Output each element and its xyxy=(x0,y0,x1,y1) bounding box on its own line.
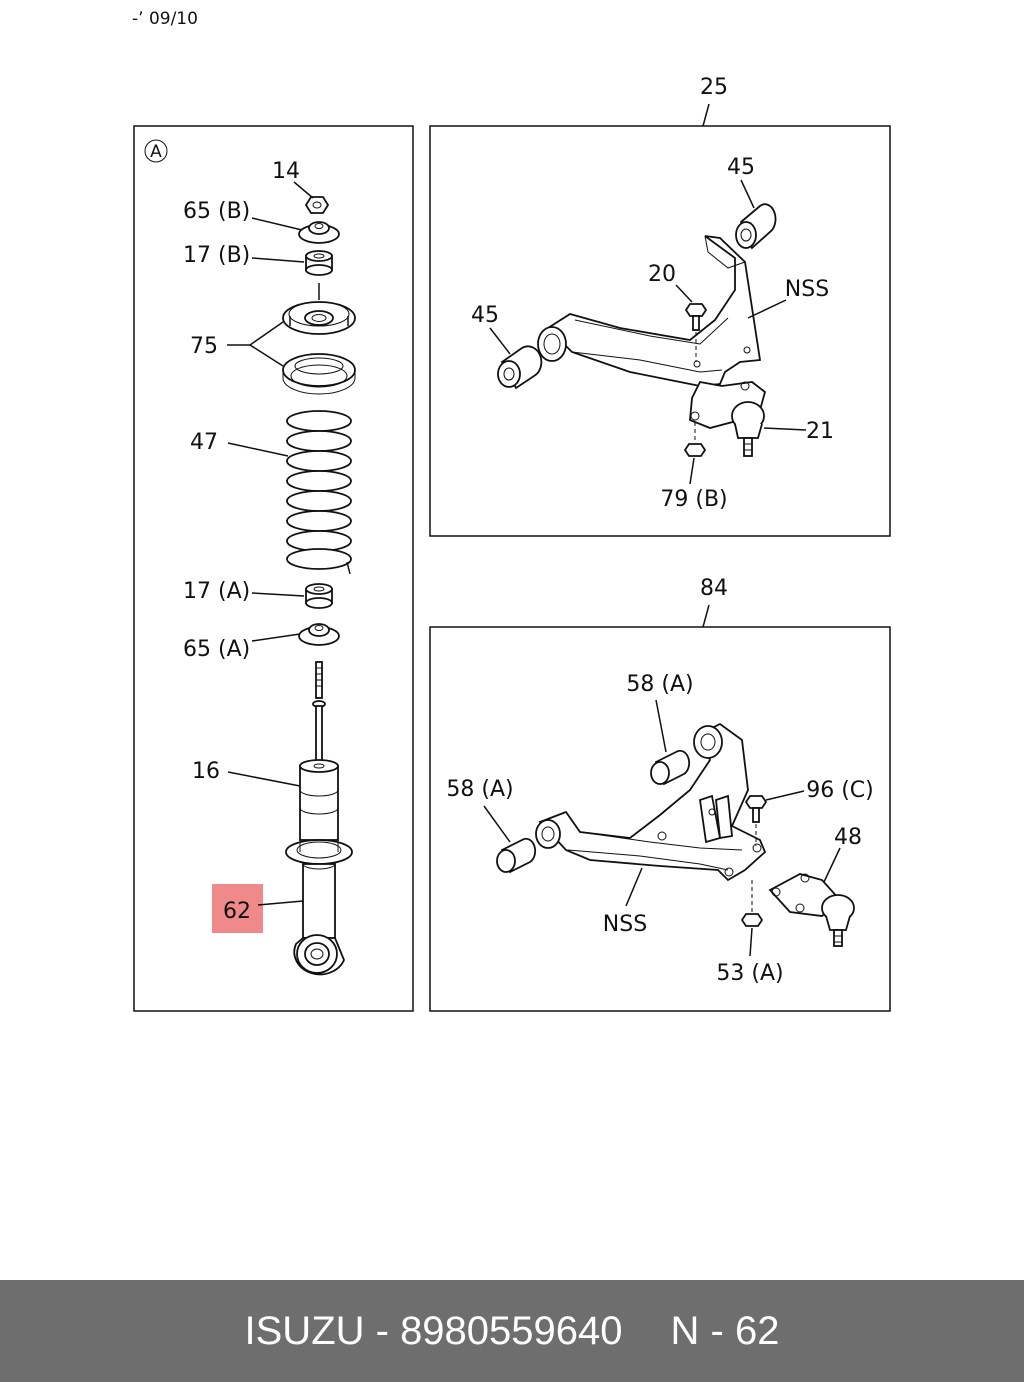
callout-75: 75 xyxy=(190,334,218,359)
leader-58a-left xyxy=(483,805,511,843)
part-16-shock-absorber xyxy=(285,661,353,976)
callout-53a: 53 (A) xyxy=(716,961,783,986)
leader-nss-lower xyxy=(625,867,643,907)
callout-45-right: 45 xyxy=(727,155,755,180)
panel-lower-frame xyxy=(429,626,891,1012)
part-upper-arm xyxy=(537,235,767,429)
date-code: -’ 09/10 xyxy=(132,9,198,29)
panel-upper-title: 25 xyxy=(700,75,728,100)
leader-20 xyxy=(675,284,693,303)
leader-84 xyxy=(702,604,710,628)
leader-62 xyxy=(257,900,304,906)
callout-96c: 96 (C) xyxy=(806,778,874,803)
part-lower-arm xyxy=(535,722,767,882)
leader-79b xyxy=(689,457,695,485)
callout-nss-upper: NSS xyxy=(785,277,829,302)
part-45-bushing-left xyxy=(497,345,543,390)
part-20-bolt xyxy=(684,303,708,362)
callout-65a: 65 (A) xyxy=(183,637,250,662)
leader-17b xyxy=(251,257,305,263)
leader-48 xyxy=(823,847,841,883)
leader-17a xyxy=(251,592,305,597)
callout-58a-left: 58 (A) xyxy=(446,777,513,802)
callout-17b: 17 (B) xyxy=(183,243,250,268)
leader-53a xyxy=(749,927,753,957)
part-45-bushing-right xyxy=(735,203,777,250)
panel-upper-frame xyxy=(429,125,891,537)
leader-96c xyxy=(765,790,805,801)
leader-75-lower xyxy=(249,344,284,367)
leader-47 xyxy=(227,442,289,457)
part-17a-bushing xyxy=(305,583,333,609)
callout-17a: 17 (A) xyxy=(183,579,250,604)
panel-a-frame xyxy=(133,125,414,1012)
part-53a-nut xyxy=(740,880,764,927)
leader-14 xyxy=(293,181,314,199)
callout-47: 47 xyxy=(190,430,218,455)
panel-a-marker: A xyxy=(150,142,162,162)
footer-brand-part-number: ISUZU - 8980559640 xyxy=(244,1308,623,1353)
callout-48: 48 xyxy=(834,825,862,850)
panel-lower-control-arm: 84 58 (A) 58 (A) xyxy=(429,576,891,1012)
part-58a-bushing-left xyxy=(496,837,537,874)
callout-20: 20 xyxy=(648,262,676,287)
part-65b-washer xyxy=(298,221,340,244)
leader-75-upper xyxy=(227,321,284,346)
panel-upper-control-arm: 25 45 45 xyxy=(429,75,891,537)
panel-strut-assembly: A 14 65 (B) 17 (B) xyxy=(133,125,414,1012)
part-58a-bushing-upper xyxy=(650,749,691,786)
panel-a-marker-circle xyxy=(144,139,168,163)
leader-21 xyxy=(763,427,807,431)
leader-16 xyxy=(227,771,301,787)
callout-16: 16 xyxy=(192,759,220,784)
leader-45-right xyxy=(740,179,755,209)
part-79b-nut xyxy=(683,422,707,457)
callout-65b: 65 (B) xyxy=(183,199,250,224)
callout-14: 14 xyxy=(272,159,300,184)
panel-lower-title: 84 xyxy=(700,576,728,601)
part-47-coil-spring xyxy=(286,410,352,575)
footer-bar: ISUZU - 8980559640 N - 62 xyxy=(0,1280,1024,1382)
part-65a-washer xyxy=(298,623,340,646)
leader-65a xyxy=(251,633,301,642)
part-14-nut xyxy=(304,196,330,214)
leader-65b xyxy=(251,217,303,231)
part-17b-bushing xyxy=(305,250,333,276)
leader-58a-upper xyxy=(655,699,667,753)
callout-62: 62 xyxy=(223,899,251,924)
callout-79b: 79 (B) xyxy=(660,487,727,512)
leader-45-left xyxy=(489,327,511,355)
highlight-62 xyxy=(212,884,263,933)
parts-diagram: -’ 09/10 A 14 65 (B) 17 (B) xyxy=(132,9,891,1012)
footer-page-ref: N - 62 xyxy=(670,1308,780,1353)
part-48-ball-joint xyxy=(768,873,855,947)
callout-21: 21 xyxy=(806,419,834,444)
callout-45-left: 45 xyxy=(471,303,499,328)
leader-nss-upper xyxy=(747,299,787,319)
part-96c-bolt xyxy=(744,795,768,846)
leader-25 xyxy=(702,103,710,127)
part-75-upper-mount xyxy=(282,283,356,395)
callout-58a-upper: 58 (A) xyxy=(626,672,693,697)
part-21-ball-joint xyxy=(731,401,765,457)
callout-nss-lower: NSS xyxy=(603,912,647,937)
